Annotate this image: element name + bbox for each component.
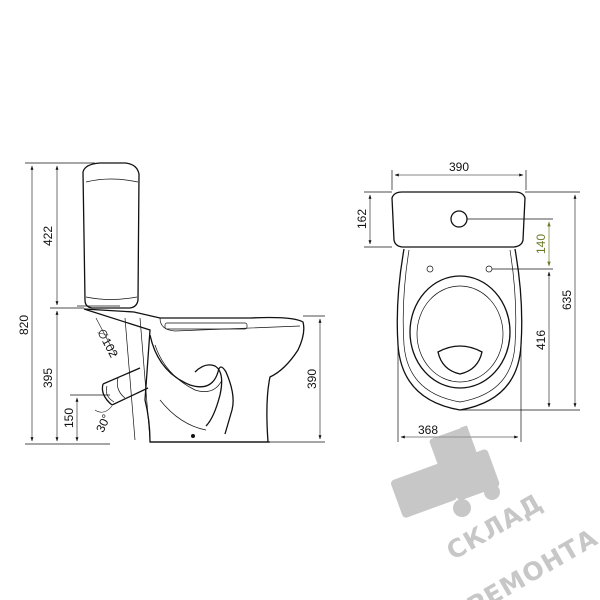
dim-tank-depth: 162 [355, 209, 369, 229]
dim-bowl-length: 635 [560, 290, 574, 310]
dimension-labels: 820 422 395 150 ∅102 30° 390 390 162 140… [17, 160, 574, 437]
forklift-logo [391, 425, 500, 518]
dim-seat-height: 395 [41, 368, 55, 388]
top-view [364, 170, 580, 442]
side-view [25, 162, 325, 445]
dim-total-height: 820 [17, 315, 31, 335]
dim-tank-height: 422 [41, 226, 55, 246]
side-cistern [82, 162, 140, 309]
top-cistern [391, 191, 526, 248]
dim-outlet-diameter: ∅102 [94, 326, 121, 360]
dim-bowl-width: 368 [418, 423, 438, 437]
dim-outlet-height: 150 [62, 408, 76, 428]
dim-hole-to-front: 416 [534, 330, 548, 350]
side-outlet [101, 367, 149, 406]
watermark: СКЛАД РЕМОНТА [391, 425, 600, 600]
dim-bowl-height: 390 [305, 369, 319, 389]
side-bowl [83, 308, 305, 443]
top-bowl [396, 248, 523, 411]
dim-outlet-angle: 30° [93, 412, 113, 435]
dim-tank-width: 390 [449, 160, 469, 174]
dim-hole-offset: 140 [534, 234, 548, 254]
